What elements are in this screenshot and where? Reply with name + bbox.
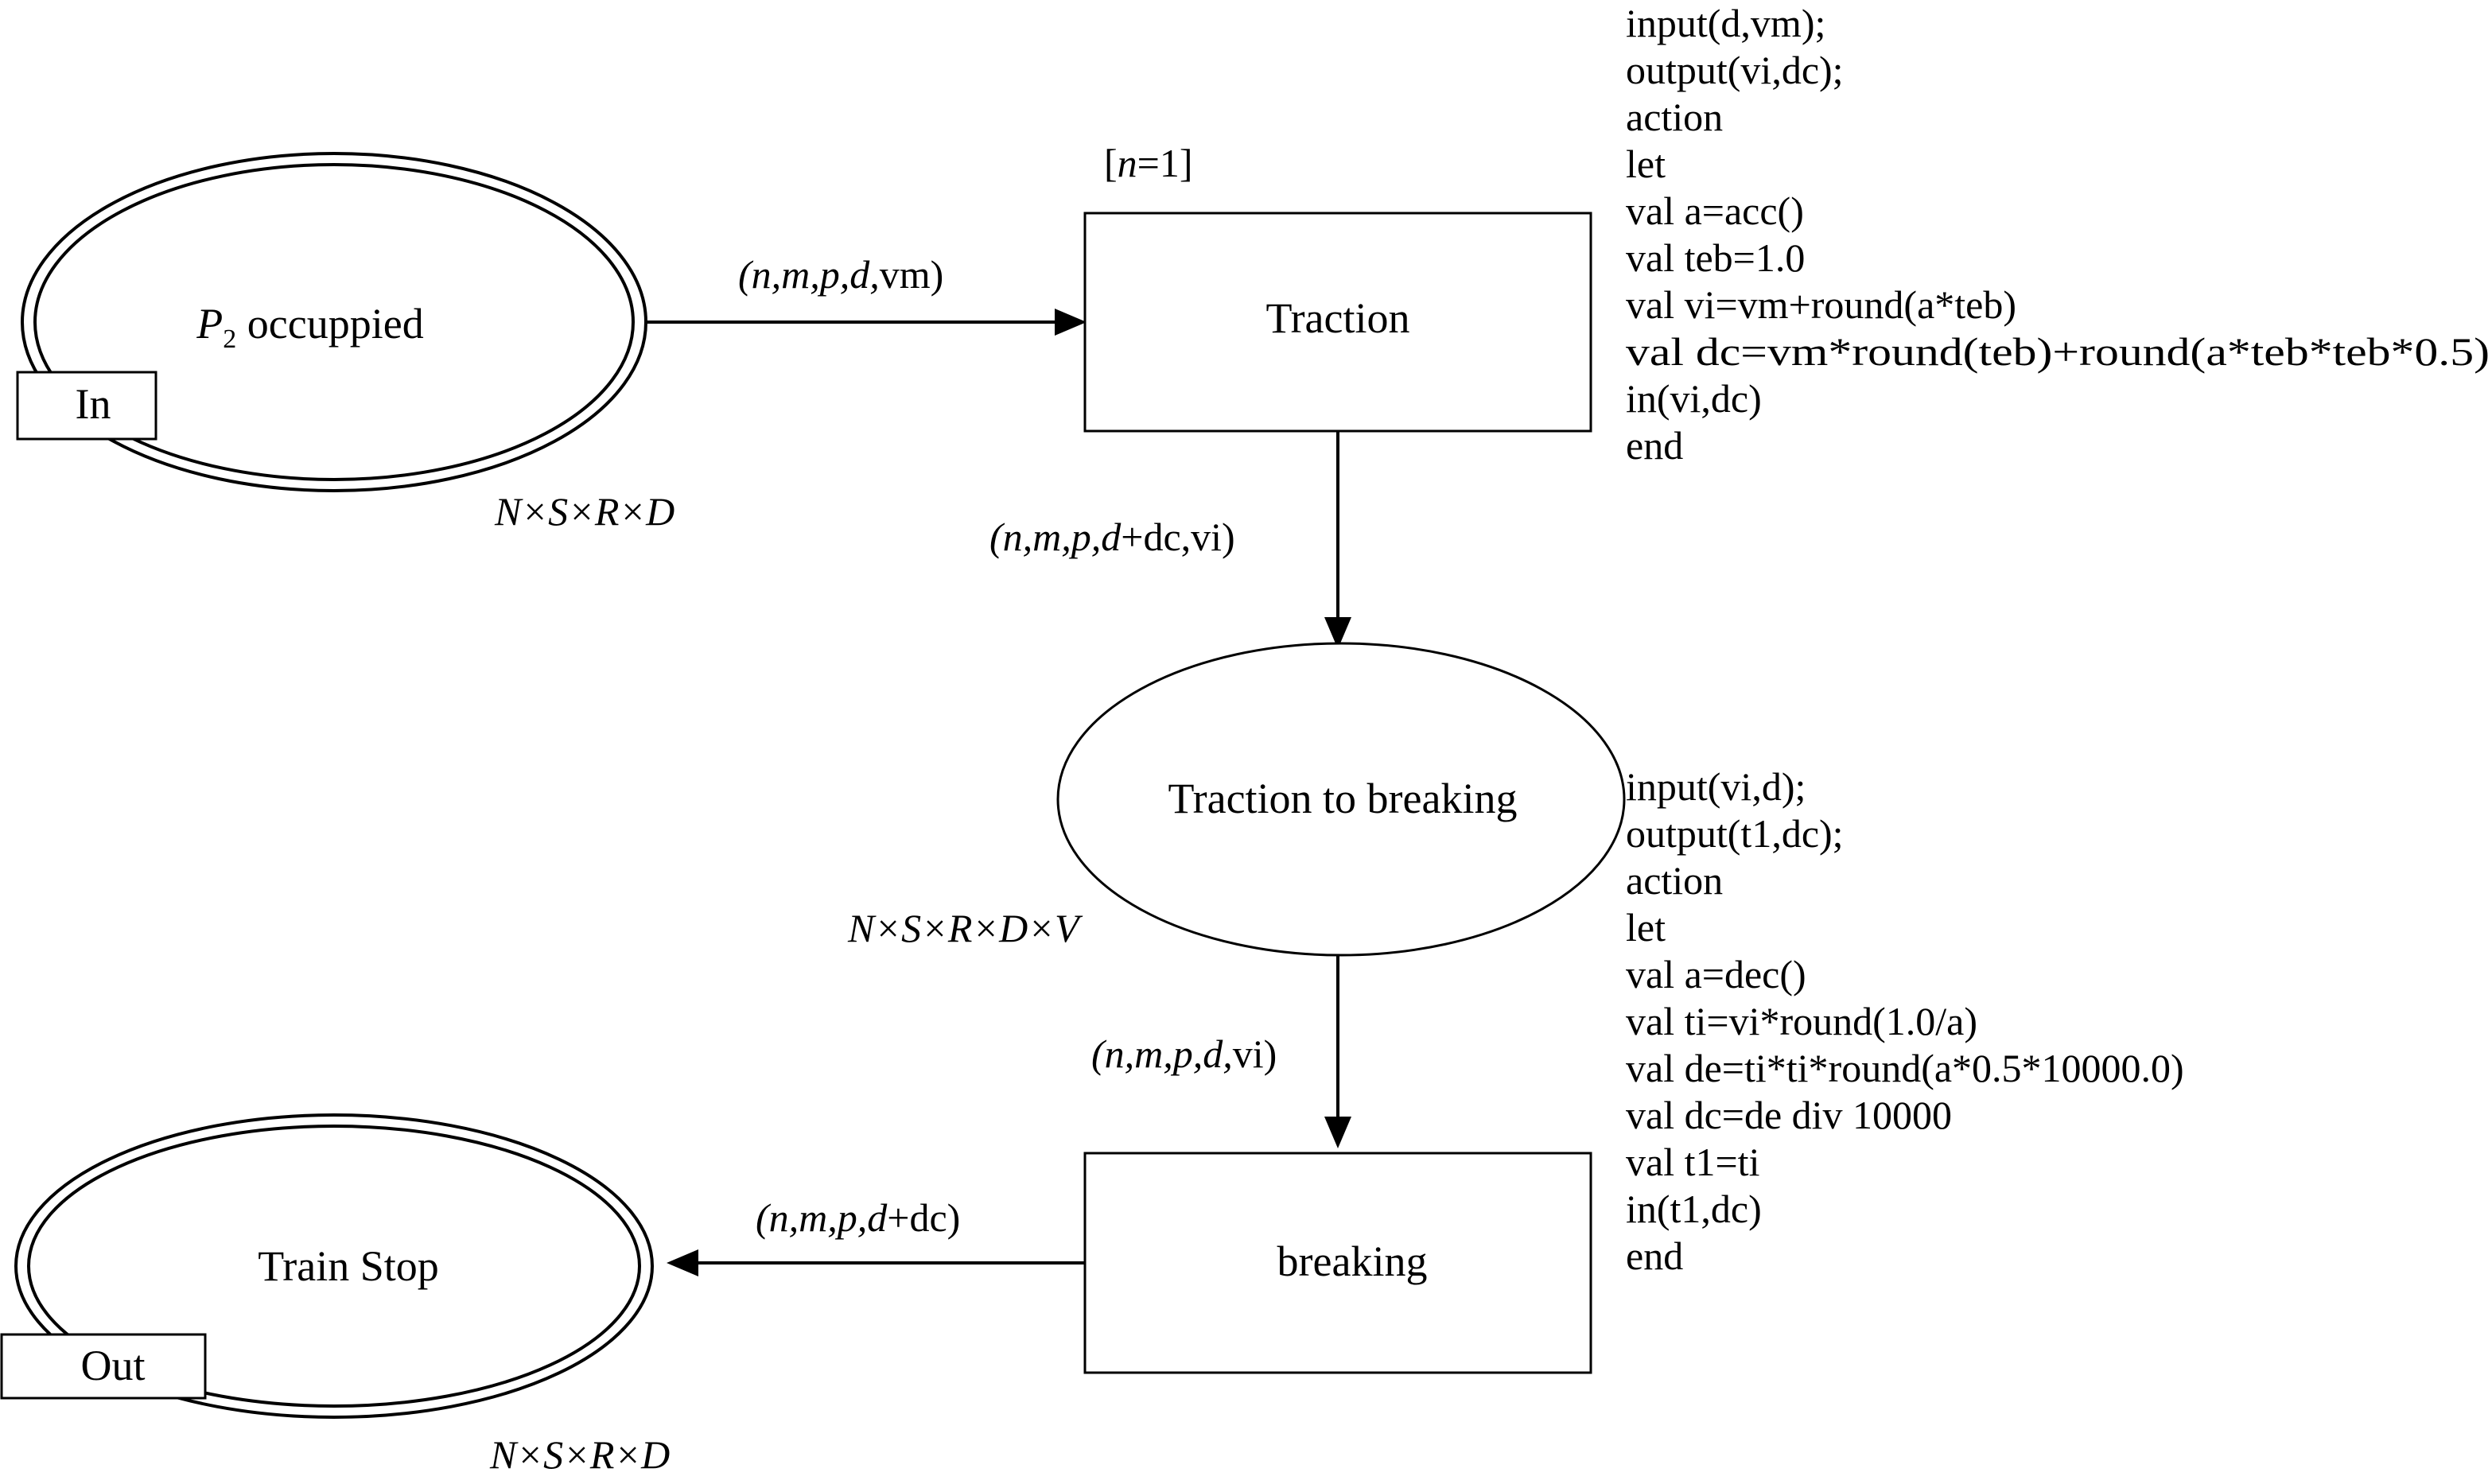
port-tag-in (16, 371, 157, 441)
breaking-code-line: in(t1,dc) (1626, 1187, 1762, 1231)
breaking-code-line: val t1=ti (1626, 1140, 1759, 1184)
transition-traction: [n=1] Traction input(d,vm); output(vi,dc… (1083, 1, 2490, 468)
arrowhead (1324, 1117, 1351, 1148)
arrowhead (1055, 309, 1087, 336)
arc-place-breaking-label: (n,m,p,d,vi) (1091, 1031, 1277, 1076)
place-p2-label: P2 occuppied (196, 300, 423, 354)
arc-place-to-breaking: (n,m,p,d,vi) (1091, 955, 1351, 1148)
breaking-code-line: val ti=vi*round(1.0/a) (1626, 999, 1977, 1043)
place-traction-to-breaking-colorset: N×S×R×D×V (847, 906, 1083, 950)
traction-code-line: in(vi,dc) (1626, 376, 1762, 421)
traction-code-line: let (1626, 142, 1666, 186)
arc-p2-to-traction: (n,m,p,d,vm) (646, 252, 1087, 336)
transition-breaking: breaking input(vi,d); output(t1,dc); act… (1083, 764, 2184, 1374)
place-train-stop: Train Stop Out N×S×R×D (0, 1113, 670, 1477)
place-train-stop-label: Train Stop (258, 1242, 439, 1290)
arc-p2-traction-label: (n,m,p,d,vm) (738, 252, 943, 297)
transition-traction-box (1083, 212, 1592, 433)
breaking-code-line: action (1626, 858, 1723, 903)
transition-breaking-box (1083, 1152, 1592, 1374)
place-traction-to-breaking-label: Traction to breaking (1168, 775, 1518, 822)
place-train-stop-inner-ring (27, 1125, 641, 1408)
traction-code-line: end (1626, 423, 1683, 468)
place-p2-inner-ring (33, 163, 635, 481)
traction-code-line: val dc=vm*round(teb)+round(a*teb*teb*0.5… (1626, 329, 2490, 374)
transition-traction-label: Traction (1265, 294, 1409, 342)
arrowhead (1324, 617, 1351, 649)
breaking-code-line: end (1626, 1233, 1683, 1278)
place-p2-occuppied: P2 occuppied In N×S×R×D (16, 152, 675, 534)
port-tag-out-label: Out (81, 1342, 146, 1389)
breaking-code-line: let (1626, 905, 1666, 950)
breaking-code-line: output(t1,dc); (1626, 811, 1844, 856)
place-train-stop-colorset: N×S×R×D (489, 1432, 670, 1477)
arc-traction-to-place: (n,m,p,d+dc,vi) (989, 431, 1351, 649)
traction-code-line: val a=acc() (1626, 188, 1804, 233)
place-traction-to-breaking: Traction to breaking N×S×R×D×V (847, 642, 1626, 957)
traction-code-segment: input(d,vm); output(vi,dc); action let v… (1626, 1, 2490, 468)
breaking-code-line: val de=ti*ti*round(a*0.5*10000.0) (1626, 1046, 2184, 1090)
traction-code-line: val vi=vm+round(a*teb) (1626, 282, 2016, 327)
arc-breaking-to-stop: (n,m,p,d+dc) (667, 1195, 1085, 1276)
traction-code-line: action (1626, 95, 1723, 139)
breaking-code-segment: input(vi,d); output(t1,dc); action let v… (1626, 764, 2184, 1278)
place-p2-colorset: N×S×R×D (494, 489, 675, 534)
port-tag-out (0, 1333, 207, 1400)
arc-traction-place-label: (n,m,p,d+dc,vi) (989, 515, 1235, 559)
traction-code-line: val teb=1.0 (1626, 235, 1805, 280)
arrowhead (667, 1249, 698, 1276)
traction-code-line: input(d,vm); (1626, 1, 1825, 45)
breaking-code-line: input(vi,d); (1626, 764, 1806, 809)
place-traction-to-breaking-shape (1056, 642, 1626, 957)
breaking-code-line: val a=dec() (1626, 952, 1806, 996)
place-train-stop-outer-ring (14, 1113, 654, 1419)
transition-breaking-label: breaking (1277, 1237, 1428, 1285)
breaking-code-line: val dc=de div 10000 (1626, 1093, 1952, 1137)
port-tag-in-label: In (76, 380, 111, 428)
arc-breaking-stop-label: (n,m,p,d+dc) (756, 1195, 960, 1240)
traction-code-line: output(vi,dc); (1626, 48, 1844, 92)
traction-guard: [n=1] (1104, 141, 1193, 185)
